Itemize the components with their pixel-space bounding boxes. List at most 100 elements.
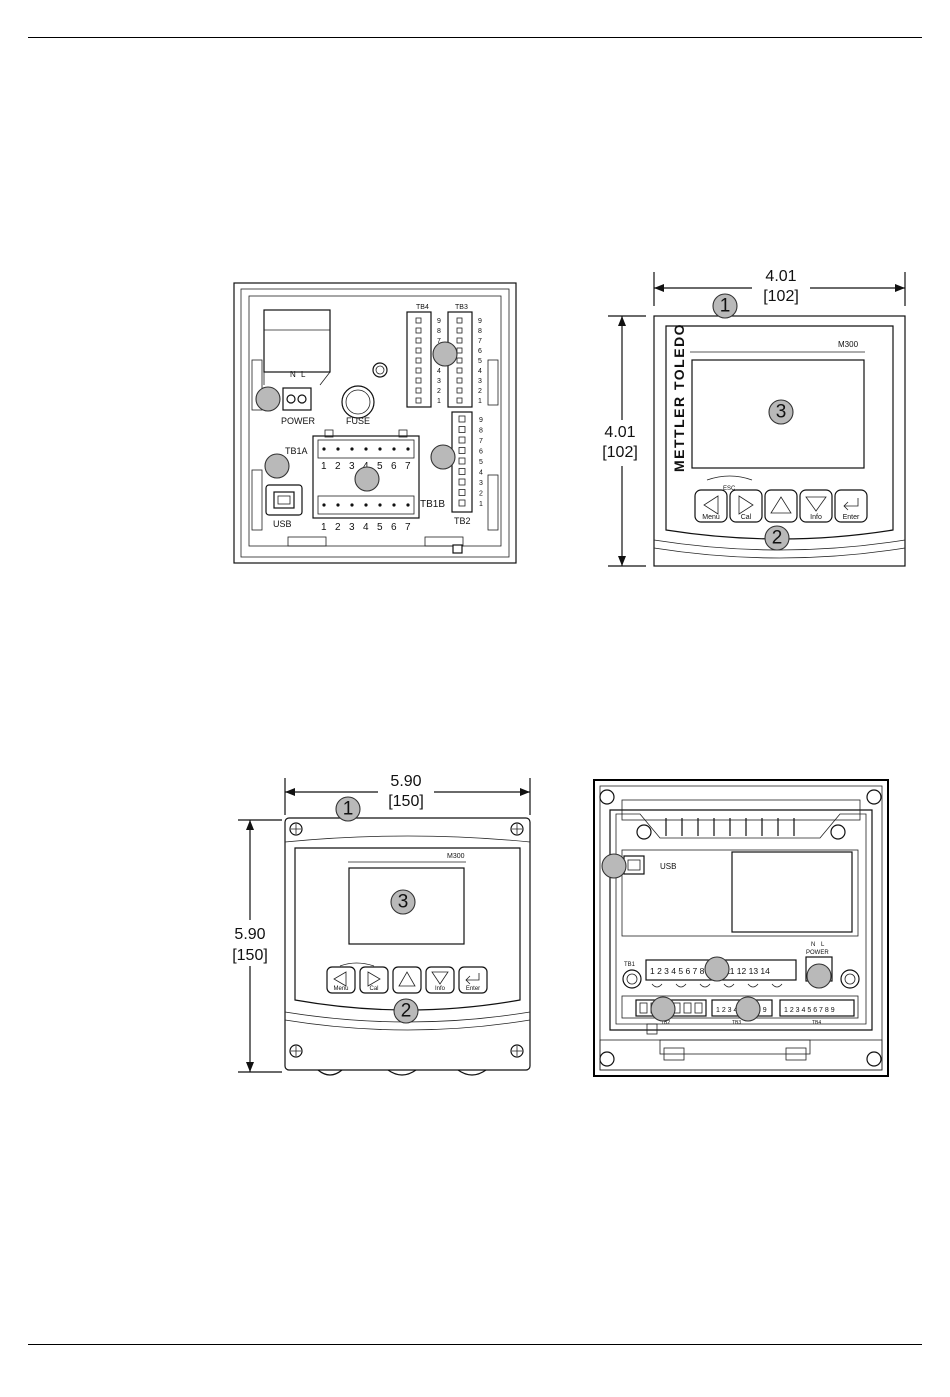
terminal-number: 8 xyxy=(479,428,483,435)
terminal-number: 3 xyxy=(349,522,355,533)
key-up[interactable] xyxy=(764,489,798,523)
width-dimension-inch: 5.90 xyxy=(390,773,421,790)
marker-blank xyxy=(430,444,456,470)
pin-dot xyxy=(406,447,410,451)
terminal-hole xyxy=(415,327,422,334)
key-enter[interactable] xyxy=(834,489,868,523)
brand-label: METTLER TOLEDO xyxy=(671,323,687,472)
keypad: Menu Cal Info Enter xyxy=(326,966,488,994)
width-dimension-mm: [150] xyxy=(388,793,424,810)
power-l-label: L xyxy=(821,942,825,948)
relay-mark xyxy=(699,983,711,988)
screw-icon xyxy=(510,1044,524,1058)
terminal-hole xyxy=(415,397,422,404)
tb4-numbers: 1 2 3 4 5 6 7 8 9 xyxy=(784,1007,835,1014)
tb3-label: TB3 xyxy=(732,1020,741,1026)
pin-dot xyxy=(350,447,354,451)
marker-blank xyxy=(432,341,458,367)
terminal-number: 7 xyxy=(405,522,411,533)
usb-label: USB xyxy=(660,862,676,871)
housing-outer xyxy=(233,282,517,564)
power-module xyxy=(263,309,331,373)
terminal-number: 5 xyxy=(377,522,383,533)
tb1-connector xyxy=(312,435,420,519)
arrow-right-icon xyxy=(367,971,381,987)
figure-front-quarter-din: 4.01 [102] 4.01 [102] METTLER TOLEDO M30… xyxy=(596,264,906,567)
key-info[interactable] xyxy=(799,489,833,523)
terminal-hole xyxy=(456,377,463,384)
front-housing xyxy=(284,817,531,1071)
terminal-hole xyxy=(456,327,463,334)
key-cal[interactable] xyxy=(359,966,389,994)
key-up[interactable] xyxy=(392,966,422,994)
arrow-right-icon xyxy=(738,495,754,515)
terminal-hole xyxy=(415,367,422,374)
terminal-number: 1 xyxy=(478,398,482,405)
pin-dot xyxy=(364,503,368,507)
terminal-number: 1 xyxy=(321,461,327,472)
pin-dot xyxy=(322,503,326,507)
screw-icon xyxy=(866,789,882,805)
power-label: POWER xyxy=(806,950,829,956)
marker-3 xyxy=(390,889,416,915)
terminal-hole xyxy=(456,317,463,324)
terminal-number: 5 xyxy=(377,461,383,472)
terminal-number: 7 xyxy=(437,338,441,345)
width-dimension-mm: [102] xyxy=(763,288,799,305)
relay-mark xyxy=(651,983,663,988)
footer-rule xyxy=(28,1344,922,1345)
model-label: M300 xyxy=(447,853,465,860)
screw-icon xyxy=(510,822,524,836)
pin-dot xyxy=(392,503,396,507)
terminal-hole xyxy=(415,357,422,364)
screw-icon xyxy=(599,1051,615,1067)
terminal-hole xyxy=(458,468,466,475)
usb-port xyxy=(623,855,645,875)
pin-dot xyxy=(322,447,326,451)
terminal-number: 2 xyxy=(335,522,341,533)
height-dimension-inch: 5.90 xyxy=(234,926,265,943)
housing-outer xyxy=(593,779,889,1077)
relay-mark xyxy=(771,983,783,988)
terminal-number: 2 xyxy=(437,388,441,395)
terminal-hole xyxy=(694,1002,703,1014)
marker-2-label: 2 xyxy=(772,528,783,549)
key-menu[interactable] xyxy=(326,966,356,994)
clip-tab xyxy=(452,544,463,554)
terminal-number: 5 xyxy=(479,459,483,466)
key-menu[interactable] xyxy=(694,489,728,523)
marker-blank xyxy=(354,466,380,492)
marker-blank xyxy=(704,956,730,982)
terminal-number: 6 xyxy=(479,449,483,456)
terminal-number: 3 xyxy=(479,480,483,487)
pin-dot xyxy=(406,503,410,507)
key-cal-label: Cal xyxy=(741,514,752,521)
front-bezel xyxy=(653,315,906,567)
arrow-down-icon xyxy=(431,971,449,985)
pin-dot xyxy=(392,447,396,451)
terminal-number: 4 xyxy=(363,522,369,533)
marker-1-label: 1 xyxy=(343,799,354,820)
terminal-hole xyxy=(415,377,422,384)
terminal-number: 6 xyxy=(391,522,397,533)
key-enter[interactable] xyxy=(458,966,488,994)
keypad: Menu Cal Info Enter xyxy=(694,489,868,523)
power-terminal xyxy=(282,387,312,411)
header-rule xyxy=(28,37,922,38)
terminal-hole xyxy=(458,426,466,433)
arrow-down-icon xyxy=(805,496,827,512)
arrow-up-icon xyxy=(398,971,416,987)
screw-icon xyxy=(289,822,303,836)
tb1-label: TB1 xyxy=(624,962,636,968)
clip-bottom-right xyxy=(424,536,464,547)
key-cal[interactable] xyxy=(729,489,763,523)
terminal-hole xyxy=(456,387,463,394)
height-dimension-inch: 4.01 xyxy=(604,424,635,441)
tb2-block xyxy=(451,411,473,513)
key-info[interactable] xyxy=(425,966,455,994)
terminal-number: 5 xyxy=(478,358,482,365)
